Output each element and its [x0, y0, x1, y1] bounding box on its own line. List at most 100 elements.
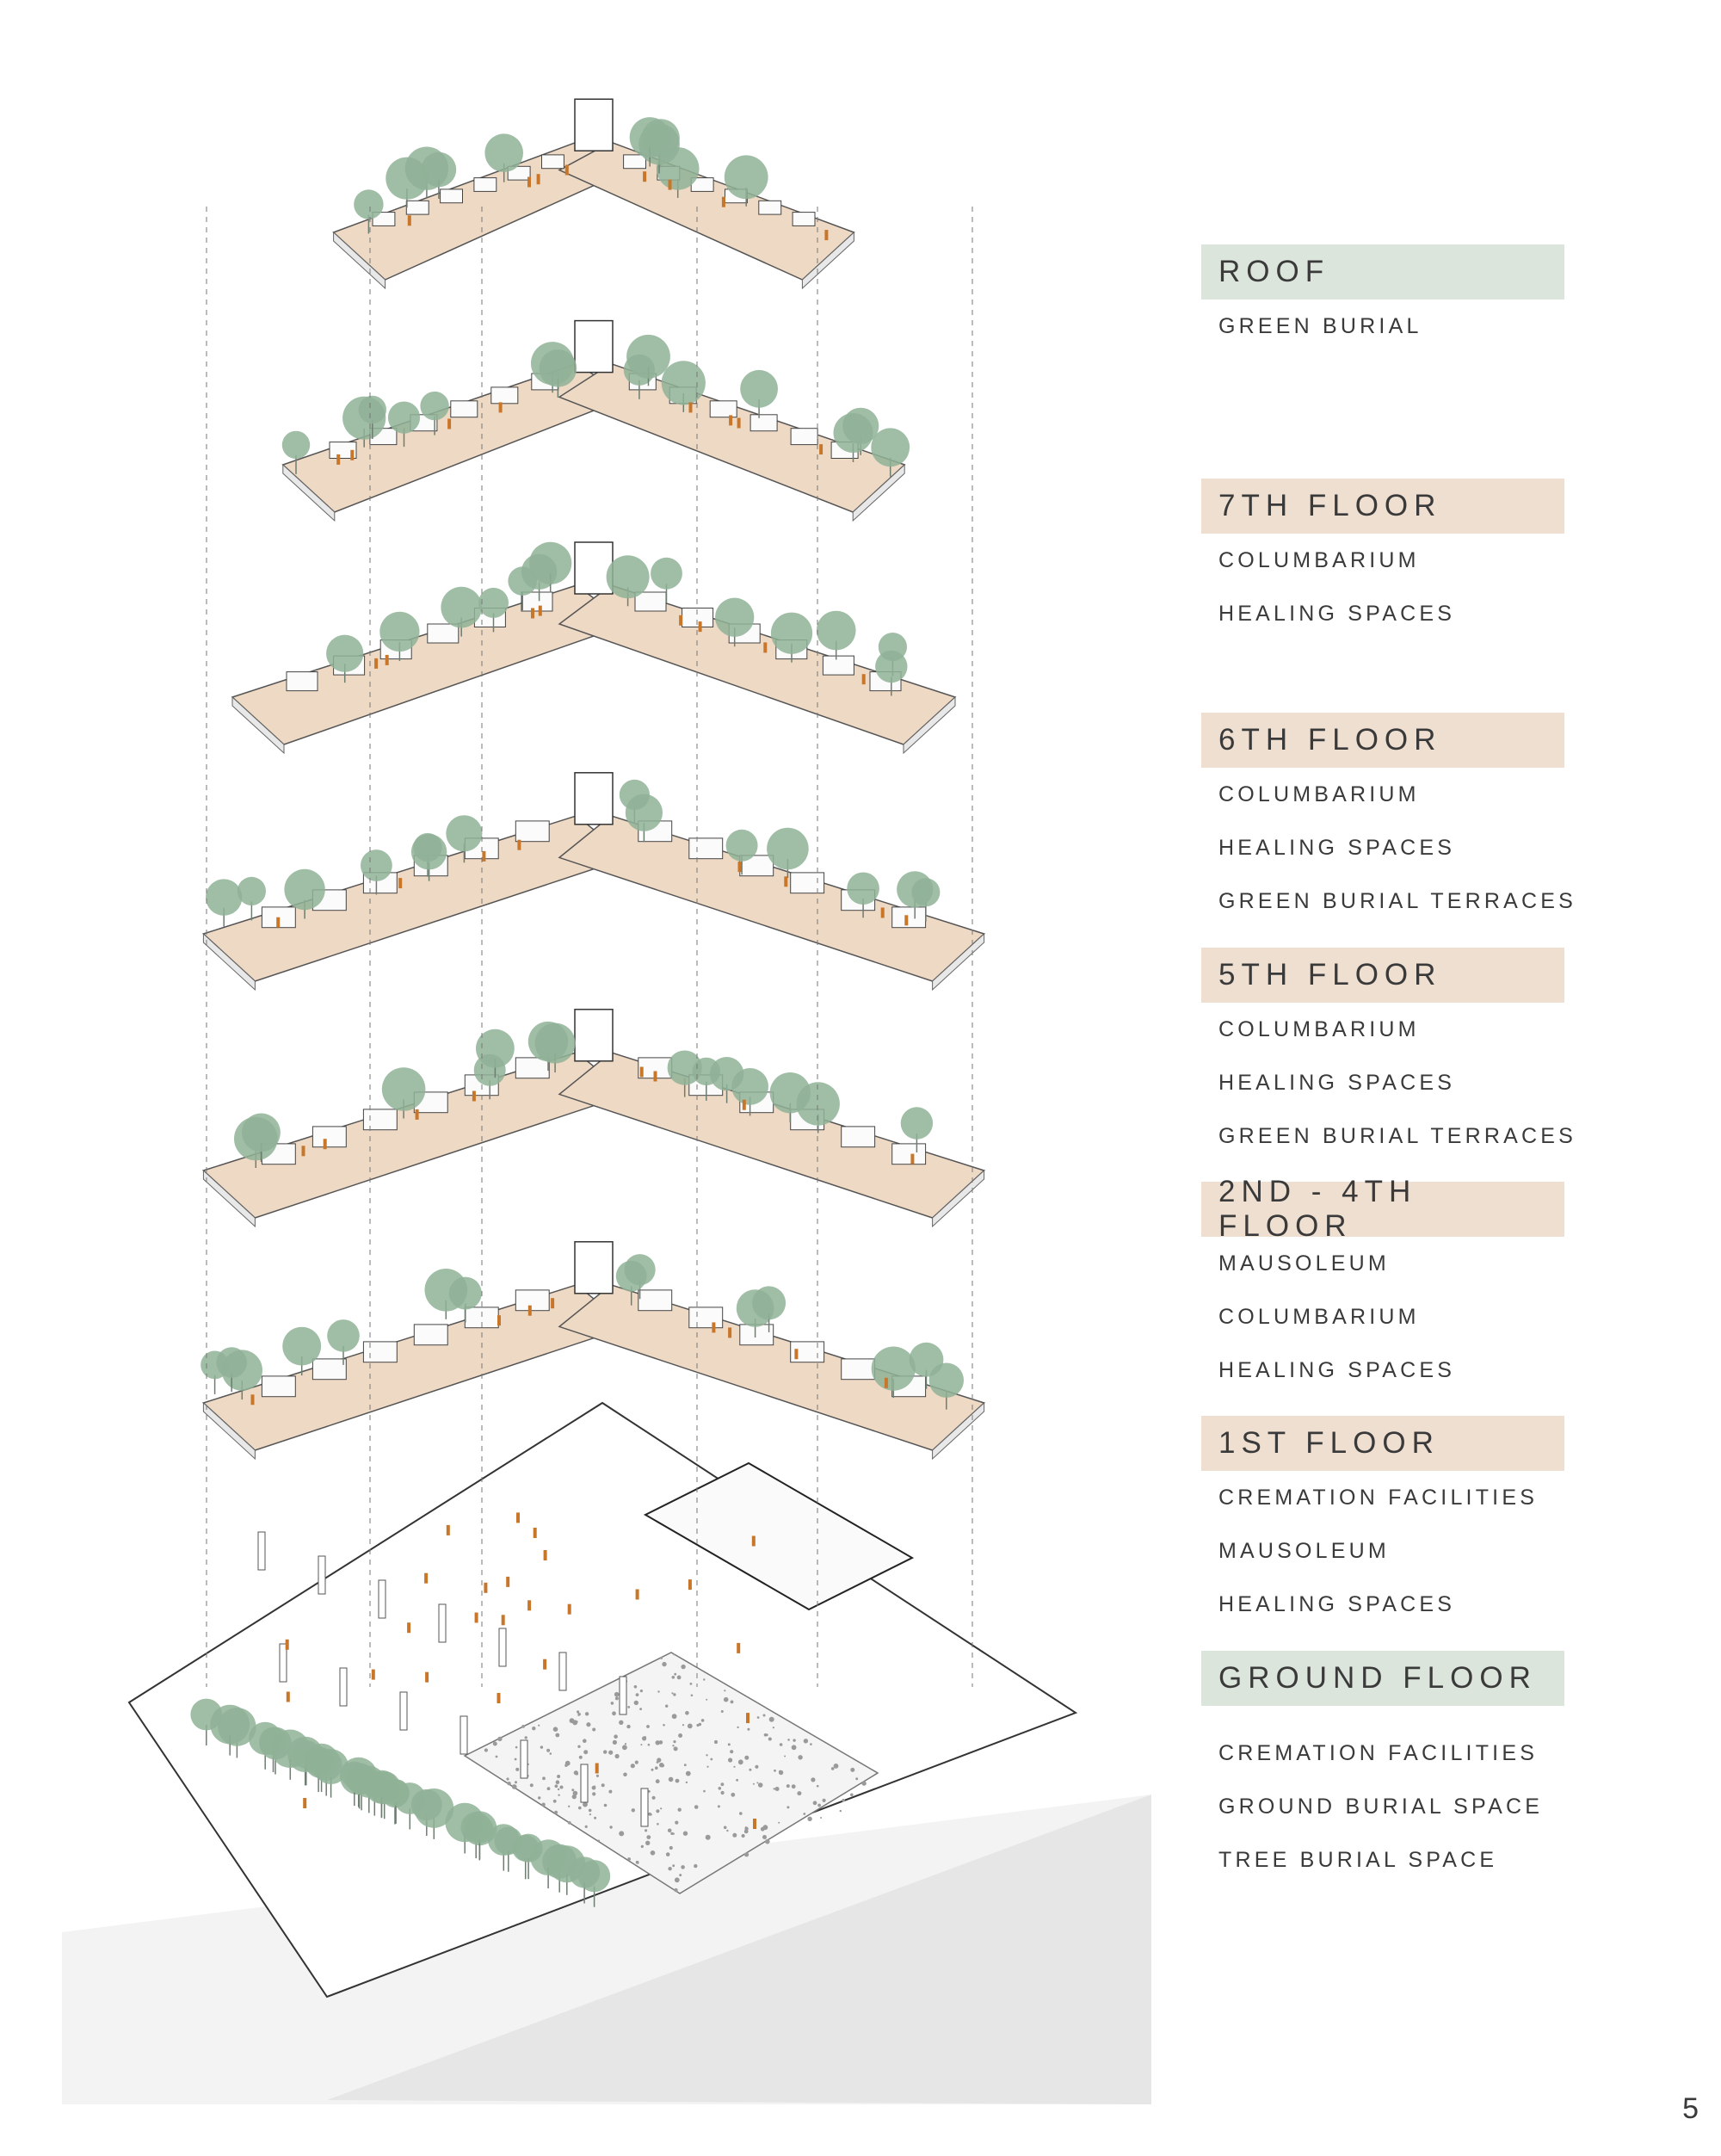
gravel-speck — [668, 1776, 674, 1782]
gravel-speck — [683, 1764, 687, 1767]
gravel-speck — [640, 1744, 643, 1746]
floor-item: GREEN BURIAL — [1218, 313, 1422, 338]
gravel-speck — [572, 1790, 578, 1796]
person-figure — [753, 1819, 756, 1829]
gravel-speck — [803, 1813, 806, 1815]
tree-canopy — [284, 868, 325, 911]
gravel-speck — [524, 1736, 527, 1739]
gravel-speck — [757, 1782, 763, 1788]
gravel-speck — [584, 1825, 588, 1828]
gravel-speck — [663, 1724, 665, 1727]
slab-edge — [801, 231, 854, 290]
road-surface — [327, 1795, 1151, 2104]
gravel-speck — [768, 1716, 774, 1722]
gravel-speck — [675, 1820, 679, 1825]
person-figure — [276, 917, 281, 928]
gravel-speck — [564, 1764, 568, 1767]
gravel-speck — [601, 1783, 605, 1788]
gravel-speck — [673, 1740, 676, 1744]
tree-canopy — [770, 612, 813, 654]
gravel-speck — [592, 1727, 596, 1732]
slab-edge — [202, 1169, 256, 1228]
gravel-speck — [822, 1798, 826, 1802]
gravel-speck — [850, 1793, 854, 1797]
memorial-column — [257, 1531, 266, 1571]
room-box — [473, 177, 497, 192]
gravel-speck — [798, 1755, 803, 1760]
person-figure — [737, 862, 742, 873]
tree-canopy — [313, 1749, 349, 1784]
gravel-speck — [651, 1768, 654, 1771]
gravel-speck — [730, 1700, 734, 1704]
gravel-speck — [787, 1739, 790, 1741]
person-figure — [861, 674, 866, 685]
gravel-speck — [635, 1693, 639, 1696]
gravel-speck — [557, 1788, 560, 1791]
gravel-speck — [762, 1835, 767, 1839]
gravel-speck — [732, 1832, 737, 1838]
tree-canopy — [484, 133, 523, 172]
floor-level — [231, 541, 957, 755]
gravel-speck — [706, 1754, 708, 1757]
gravel-speck — [614, 1696, 619, 1701]
gravel-speck — [811, 1777, 816, 1782]
person-figure — [286, 1691, 290, 1702]
tree-canopy — [909, 1342, 944, 1377]
gravel-speck — [554, 1810, 558, 1814]
room-box — [790, 872, 825, 894]
gravel-speck — [660, 1807, 663, 1810]
floor-item: CREMATION FACILITIES — [1218, 1740, 1539, 1765]
gravel-speck — [578, 1755, 583, 1759]
floor-item: HEALING SPACES — [1218, 1357, 1456, 1382]
tree-canopy — [651, 557, 682, 590]
gravel-speck — [720, 1710, 724, 1713]
room-box — [362, 1341, 398, 1363]
tree-canopy — [381, 1067, 426, 1111]
gravel-speck — [619, 1720, 624, 1726]
floor-slab-left-wing — [231, 584, 630, 745]
floor-item: COLUMBARIUM — [1218, 1304, 1420, 1329]
gravel-speck — [791, 1784, 796, 1789]
person-figure — [543, 1550, 547, 1560]
tree-canopy — [379, 611, 420, 652]
gravel-speck — [608, 1789, 613, 1794]
gravel-speck — [577, 1714, 580, 1716]
gravel-speck — [731, 1792, 736, 1797]
floor-header-ground: GROUND FLOOR — [1201, 1651, 1564, 1706]
gravel-speck — [546, 1787, 551, 1791]
gravel-speck — [568, 1805, 571, 1807]
gravel-speck — [772, 1727, 775, 1729]
room-box — [749, 414, 778, 432]
gravel-speck — [631, 1808, 635, 1813]
gravel-speck — [786, 1806, 790, 1809]
gravel-speck — [720, 1790, 725, 1795]
person-figure — [668, 179, 672, 190]
gravel-speck — [624, 1743, 627, 1745]
gravel-speck — [839, 1809, 842, 1813]
tree-canopy — [210, 1704, 250, 1745]
room-box — [841, 1126, 876, 1148]
person-figure — [472, 1090, 476, 1102]
gravel-speck — [554, 1784, 558, 1788]
person-figure — [506, 1576, 510, 1587]
floor-header-1st: 1ST FLOOR — [1201, 1416, 1564, 1471]
tree-canopy — [326, 634, 364, 672]
gravel-speck — [673, 1653, 675, 1656]
gravel-speck — [681, 1664, 686, 1670]
gravel-speck — [532, 1727, 536, 1731]
gravel-speck — [619, 1831, 625, 1837]
gravel-speck — [610, 1702, 614, 1705]
gravel-speck — [674, 1672, 677, 1676]
floor-item: GREEN BURIAL TERRACES — [1218, 1123, 1577, 1148]
gravel-speck — [679, 1874, 682, 1877]
floor-items-ground: CREMATION FACILITIES GROUND BURIAL SPACE… — [1201, 1727, 1564, 1887]
person-figure — [371, 1669, 375, 1680]
person-figure — [425, 1671, 429, 1683]
tree-canopy — [731, 1068, 768, 1105]
person-figure — [301, 1146, 305, 1157]
person-figure — [385, 654, 389, 665]
floor-header-5th: 5TH FLOOR — [1201, 948, 1564, 1003]
gravel-speck — [694, 1863, 698, 1869]
gravel-speck — [634, 1760, 638, 1764]
gravel-speck — [678, 1733, 683, 1738]
